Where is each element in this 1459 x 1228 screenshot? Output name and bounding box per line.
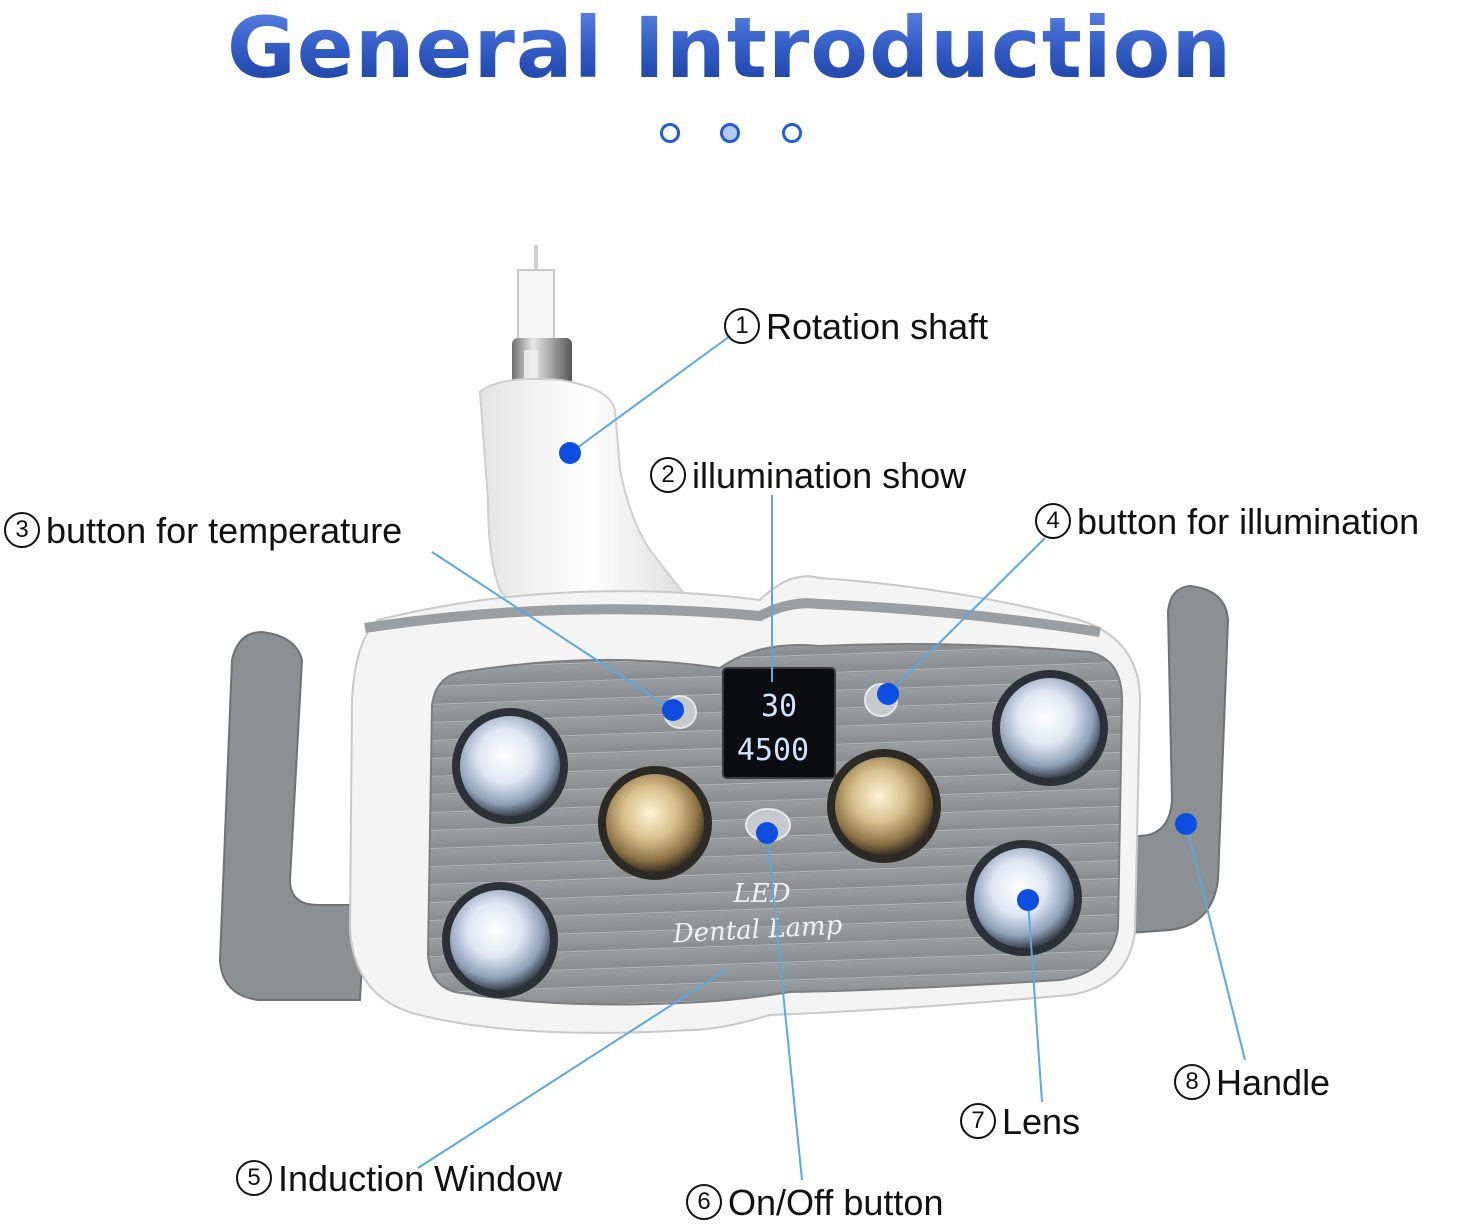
callout-number: 4 bbox=[1035, 503, 1071, 540]
leader-lines bbox=[417, 335, 1246, 1181]
lamp-arm bbox=[478, 377, 702, 642]
marker-rotation-shaft[interactable] bbox=[559, 442, 581, 464]
page-title: General Introduction bbox=[0, 2, 1459, 95]
callout-number: 6 bbox=[686, 1184, 722, 1221]
callout-markers bbox=[559, 442, 1197, 911]
callout-text: Handle bbox=[1216, 1062, 1331, 1103]
left-handle[interactable] bbox=[218, 630, 367, 1001]
callout-number: 7 bbox=[960, 1103, 996, 1140]
callout-text: Lens bbox=[1002, 1101, 1081, 1142]
marker-on-off-button[interactable] bbox=[756, 822, 778, 844]
lens-group bbox=[442, 670, 1108, 998]
display-lux-value: 4500 bbox=[737, 733, 809, 768]
callout-number: 3 bbox=[4, 512, 40, 549]
callout-text: Rotation shaft bbox=[766, 306, 989, 347]
callout-number: 8 bbox=[1174, 1064, 1210, 1101]
marker-temperature-button[interactable] bbox=[662, 699, 684, 721]
callout-text: button for illumination bbox=[1077, 501, 1420, 542]
callout-text: On/Off button bbox=[728, 1182, 944, 1223]
illumination-display bbox=[722, 667, 836, 779]
callout-text: button for temperature bbox=[46, 510, 403, 551]
callout-number: 2 bbox=[650, 457, 686, 494]
pagination-dot-1[interactable] bbox=[660, 123, 680, 143]
pagination-dot-2-active[interactable] bbox=[720, 123, 740, 143]
pagination-dots bbox=[0, 123, 1459, 151]
callout-text: Induction Window bbox=[278, 1158, 563, 1199]
brand-led: LED bbox=[732, 879, 790, 909]
callout-text: illumination show bbox=[692, 455, 967, 496]
display-temperature-value: 30 bbox=[761, 689, 797, 724]
marker-lens[interactable] bbox=[1017, 889, 1039, 911]
marker-handle[interactable] bbox=[1175, 813, 1197, 835]
marker-illumination-button[interactable] bbox=[877, 683, 899, 705]
pagination-dot-3[interactable] bbox=[782, 123, 802, 143]
callout-number: 1 bbox=[724, 308, 760, 345]
callout-number: 5 bbox=[236, 1160, 272, 1197]
